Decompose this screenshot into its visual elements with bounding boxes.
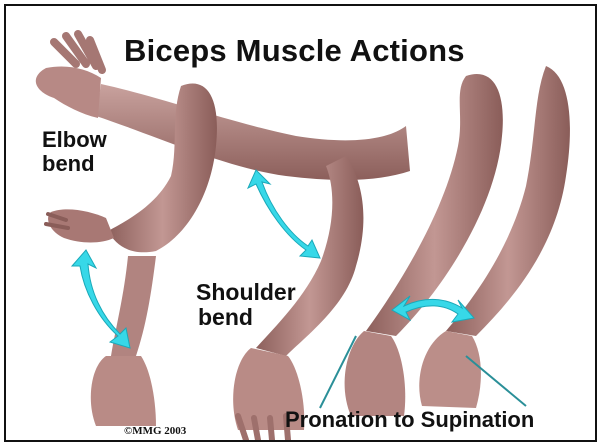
shoulder-bend-label-line2: bend — [196, 305, 296, 330]
illustration-frame: Biceps Muscle Actions Elbow bend Shoulde… — [4, 4, 597, 442]
pronation-supination-label: Pronation to Supination — [285, 408, 534, 432]
copyright-notice: ©MMG 2003 — [124, 425, 186, 437]
page-title: Biceps Muscle Actions — [124, 34, 465, 68]
pronation-supination-arms — [345, 66, 570, 416]
elbow-bend-label-line2: bend — [42, 152, 107, 176]
arm-illustration — [6, 6, 595, 440]
shoulder-bend-label-line1: Shoulder — [196, 280, 296, 305]
elbow-bend-label-line1: Elbow — [42, 128, 107, 152]
shoulder-bend-label: Shoulder bend — [196, 280, 296, 331]
elbow-bend-label: Elbow bend — [42, 128, 107, 176]
